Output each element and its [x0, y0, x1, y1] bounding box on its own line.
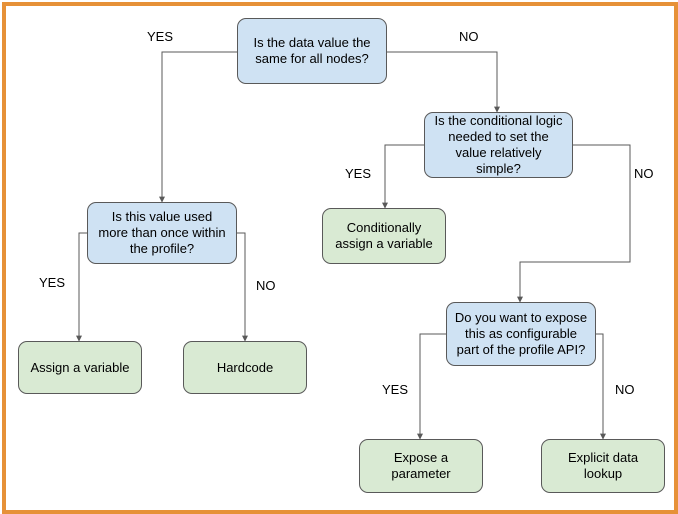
edge-q1-yes: [159, 51, 237, 203]
leaf-explicit-data-lookup: Explicit data lookup: [541, 439, 665, 493]
edge-q2-yes: [382, 144, 424, 209]
label-q1-no: NO: [459, 29, 479, 44]
label-q2-yes: YES: [345, 166, 372, 181]
edge-q3-yes: [76, 232, 87, 342]
edge-q4-no: [596, 333, 606, 440]
label-q3-no: NO: [256, 278, 276, 293]
label-q4-no: NO: [615, 382, 635, 397]
decision-conditional-logic-simple: Is the conditional logic needed to set t…: [424, 112, 573, 178]
leaf-assign-variable: Assign a variable: [18, 341, 142, 394]
edge-q1-no: [387, 51, 500, 113]
decision-used-more-than-once: Is this value used more than once within…: [87, 202, 237, 264]
decision-expose-configurable: Do you want to expose this as configurab…: [446, 302, 596, 366]
leaf-hardcode: Hardcode: [183, 341, 307, 394]
label-q4-yes: YES: [382, 382, 409, 397]
edge-q2-no: [517, 144, 631, 303]
leaf-expose-parameter: Expose a parameter: [359, 439, 483, 493]
leaf-conditionally-assign-variable: Conditionally assign a variable: [322, 208, 446, 264]
label-q1-yes: YES: [147, 29, 174, 44]
label-q3-yes: YES: [39, 275, 66, 290]
label-q2-no: NO: [634, 166, 654, 181]
edge-q3-no: [237, 232, 248, 342]
edge-q4-yes: [417, 333, 446, 440]
decision-same-for-all-nodes: Is the data value the same for all nodes…: [237, 18, 387, 84]
